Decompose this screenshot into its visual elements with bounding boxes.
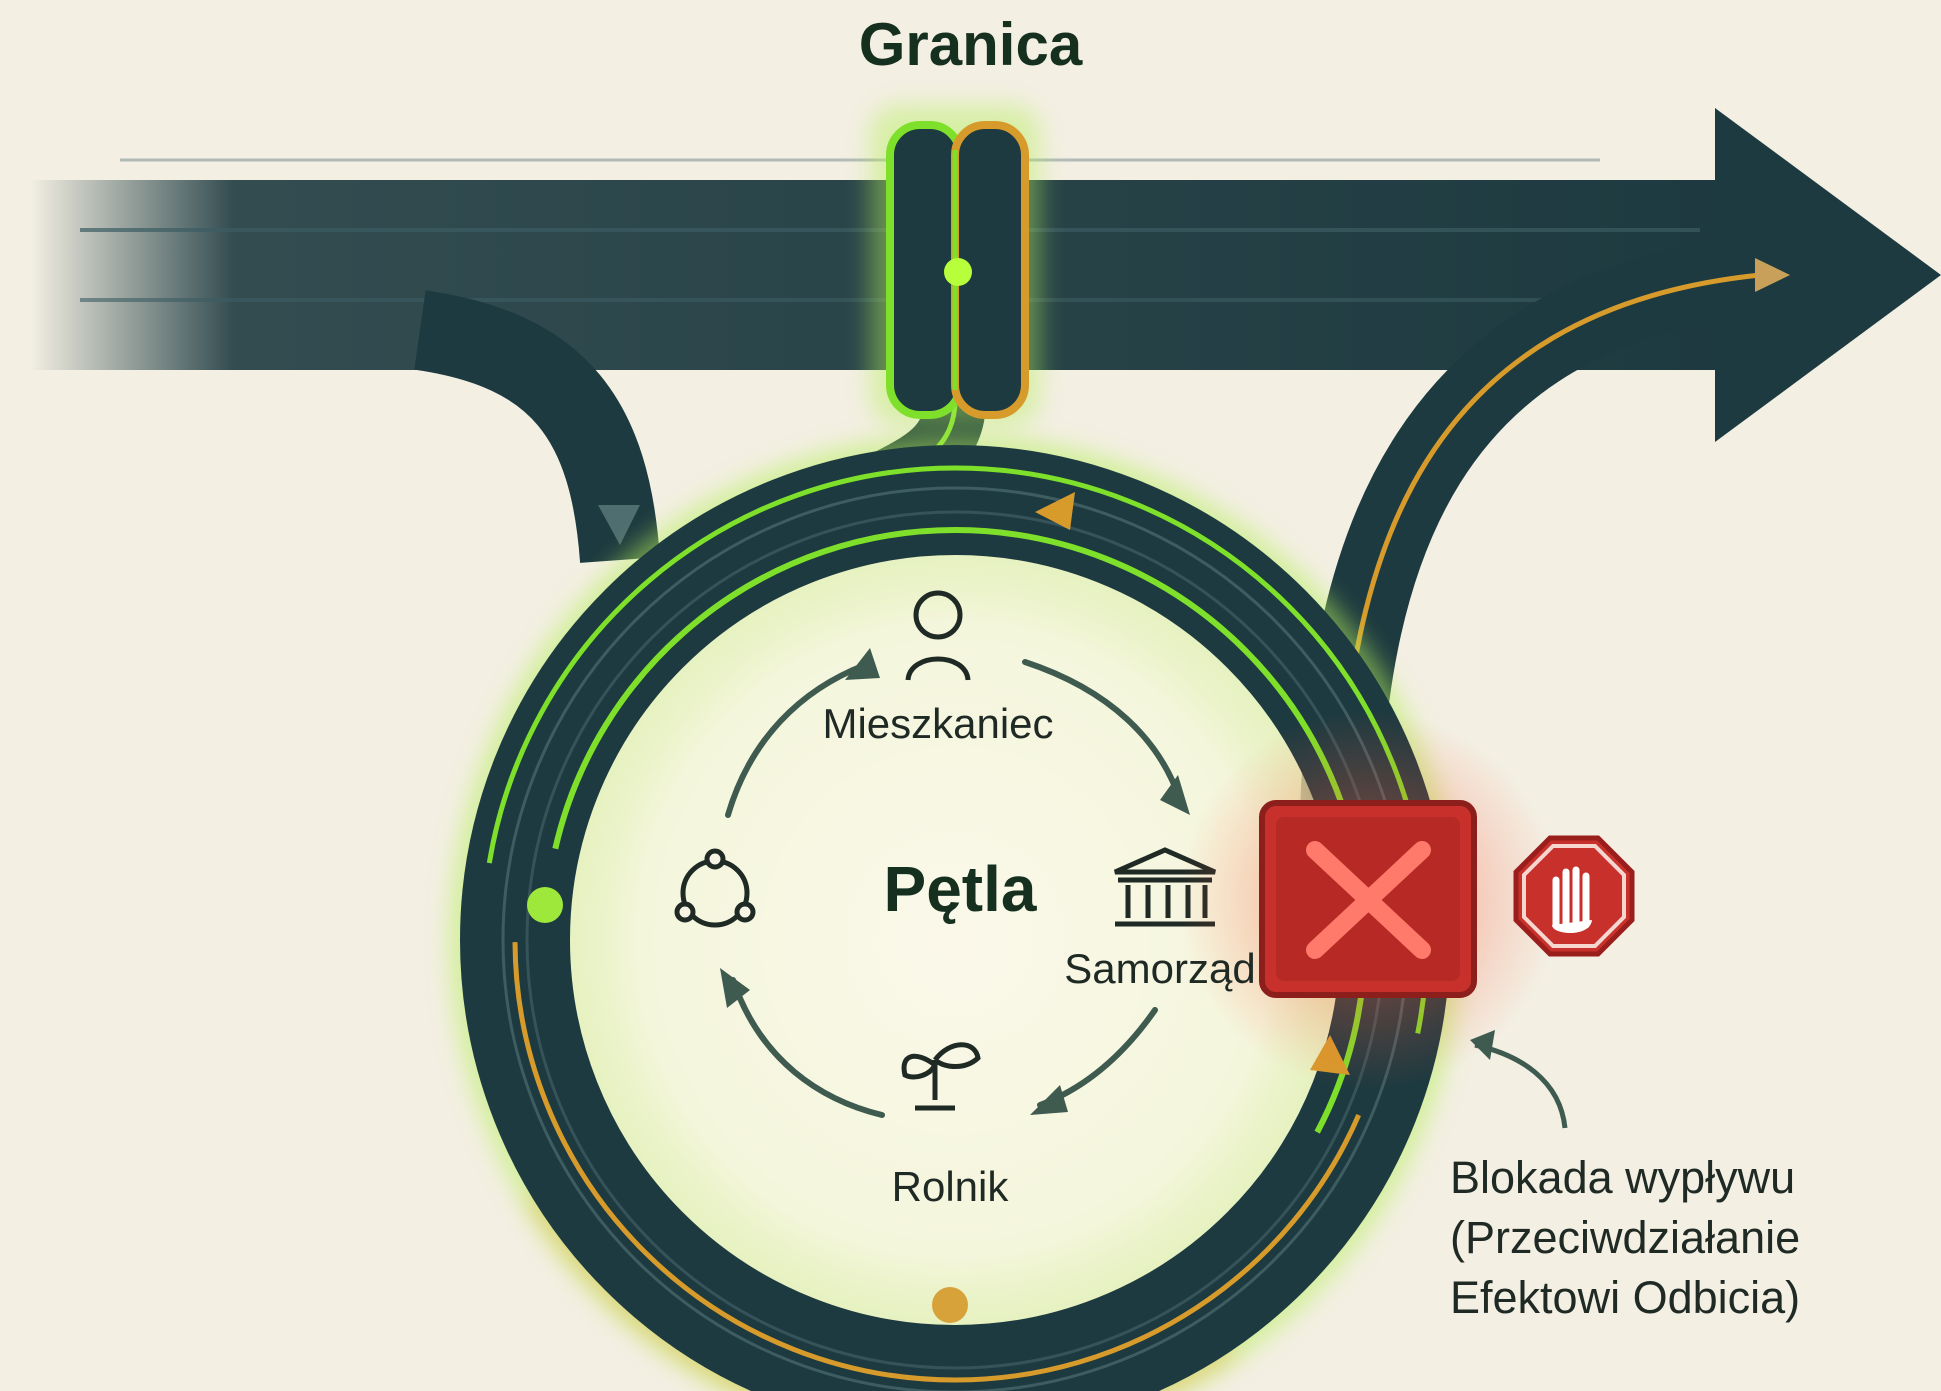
- resident-label: Mieszkaniec: [822, 700, 1054, 747]
- inflow-arrowhead: [598, 505, 640, 545]
- outflow-block-note: Blokada wypływu (Przeciwdziałanie Efekto…: [1450, 1148, 1800, 1328]
- blocked-x-icon: [1178, 710, 1558, 1090]
- loop-title: Pętla: [883, 853, 1037, 925]
- loop-node-left: [527, 887, 563, 923]
- sprout-icon: [901, 1042, 981, 1111]
- inner-cycle-arrows: [725, 659, 1183, 1118]
- loop-node-bottom: [932, 1287, 968, 1323]
- farmer-label: Rolnik: [891, 1163, 1009, 1210]
- stop-hand-icon: [1513, 835, 1635, 957]
- note-line: (Przeciwdziałanie: [1450, 1212, 1801, 1263]
- note-line: Blokada wypływu: [1450, 1152, 1796, 1203]
- government-label: Samorząd: [1064, 945, 1256, 992]
- diagram-title: Granica: [858, 11, 1083, 78]
- border-gate: [870, 105, 1040, 425]
- note-line: Efektowi Odbicia): [1450, 1272, 1801, 1323]
- network-icon: [674, 848, 756, 928]
- gate-light-icon: [944, 258, 972, 286]
- loop-arrow-top: [1035, 492, 1075, 530]
- inflow-branch: [413, 290, 660, 564]
- person-icon: [905, 590, 971, 681]
